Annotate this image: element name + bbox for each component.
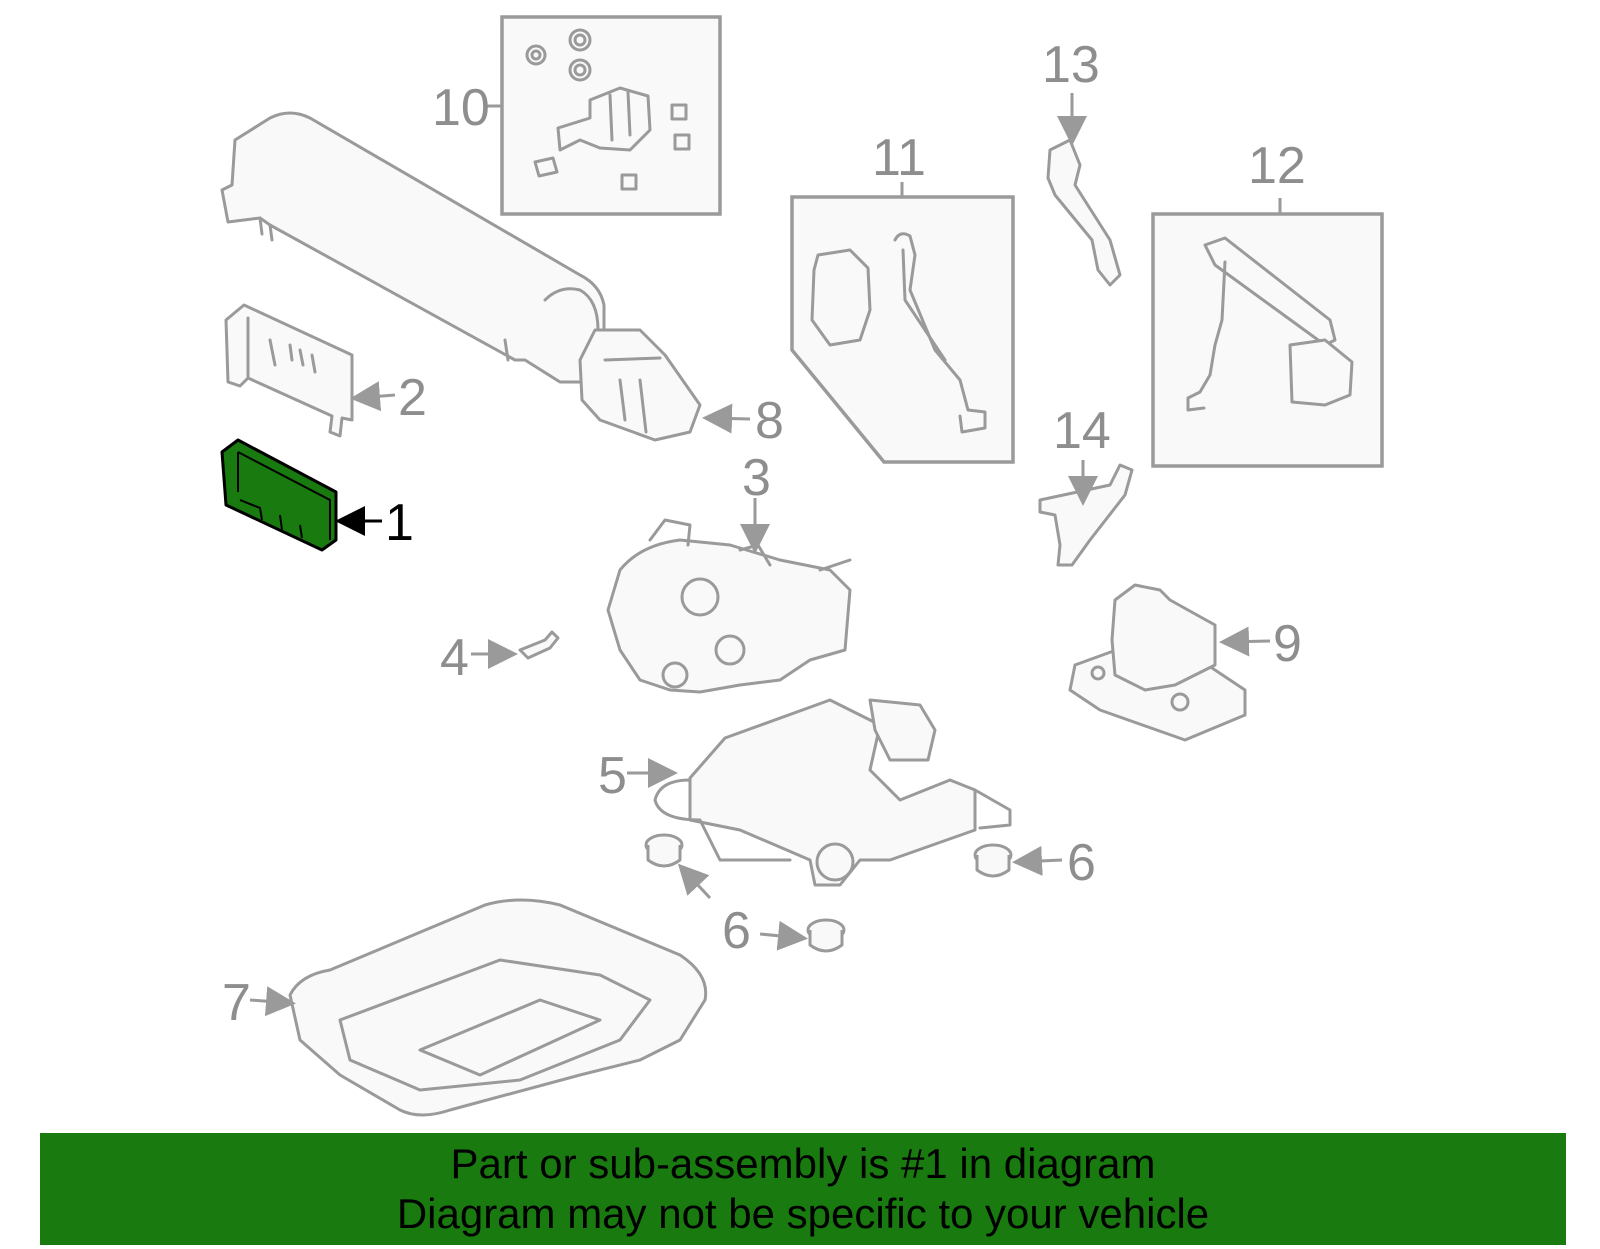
- callout-13: 13: [1042, 36, 1100, 94]
- callout-12: 12: [1248, 137, 1306, 195]
- part-6-mount-a[interactable]: [644, 833, 684, 868]
- part-6-mount-c[interactable]: [806, 918, 846, 953]
- part-9-mount[interactable]: [1068, 583, 1247, 742]
- callout-4: 4: [440, 629, 469, 687]
- callout-1: 1: [385, 494, 414, 552]
- callout-11: 11: [872, 129, 926, 187]
- part-4-fitting[interactable]: [518, 630, 560, 660]
- part-5-carrier-assembly[interactable]: [653, 698, 1012, 887]
- callout-14: 14: [1053, 402, 1111, 460]
- part-7-tray[interactable]: [288, 898, 708, 1117]
- part-1-control-module[interactable]: [220, 438, 338, 552]
- part-10-valve-kit[interactable]: [500, 15, 722, 216]
- part-13-bracket[interactable]: [1046, 138, 1122, 287]
- part-8-air-reservoir[interactable]: [220, 111, 702, 442]
- part-3-compressor[interactable]: [606, 518, 852, 694]
- part-2-cover[interactable]: [224, 303, 354, 438]
- callout-10: 10: [432, 79, 490, 137]
- banner-line-2: Diagram may not be specific to your vehi…: [396, 1190, 1210, 1237]
- callout-7: 7: [222, 974, 251, 1032]
- callout-3: 3: [742, 449, 771, 507]
- part-14-bracket[interactable]: [1038, 463, 1134, 567]
- notice-banner: Part or sub-assembly is #1 in diagram Di…: [40, 1133, 1566, 1245]
- part-6-mount-b[interactable]: [973, 843, 1013, 878]
- callout-5: 5: [598, 747, 627, 805]
- callout-9: 9: [1273, 615, 1302, 673]
- callout-2: 2: [398, 369, 427, 427]
- part-11-height-sensor[interactable]: [790, 195, 1015, 464]
- callout-8: 8: [755, 392, 784, 450]
- part-12-height-sensor[interactable]: [1151, 212, 1384, 468]
- banner-line-1: Part or sub-assembly is #1 in diagram: [450, 1140, 1156, 1187]
- callout-6b: 6: [722, 902, 751, 960]
- callout-6a: 6: [1067, 834, 1096, 892]
